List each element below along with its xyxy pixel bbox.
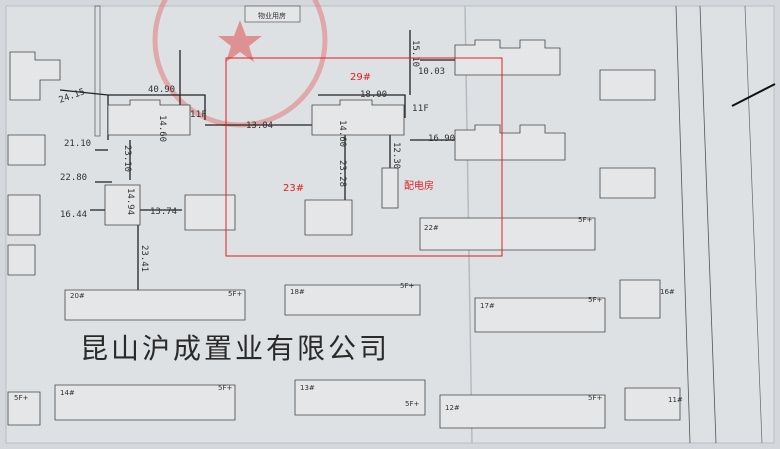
building-outline: [104, 184, 141, 226]
dimension-label: 23.28: [337, 160, 347, 187]
building-outline: [184, 194, 236, 231]
building-14-outline: [54, 384, 236, 421]
building-tag: 14#: [60, 389, 75, 397]
annotation-substation: 配电房: [404, 179, 434, 192]
property-room-building: [244, 5, 301, 23]
annotation-building-23: 23#: [283, 183, 304, 194]
floor-label: 11F: [190, 110, 207, 120]
building-outline: [7, 134, 46, 166]
building-tag: 18#: [290, 288, 305, 296]
dimension-label: 13.74: [150, 207, 177, 217]
dimension-label: 12.30: [391, 142, 401, 169]
building-18-outline: [284, 284, 421, 316]
company-name: 昆山沪成置业有限公司: [80, 332, 390, 365]
building-13-outline: [294, 379, 426, 416]
ink-mark: [731, 83, 776, 107]
building-tag: 16#: [660, 288, 675, 296]
road-line: [699, 5, 717, 444]
floor-label: 11F: [412, 104, 429, 114]
building-23-outline: [304, 199, 353, 236]
floor-tag: 5F+: [228, 290, 242, 298]
building-outline: [619, 279, 661, 319]
substation-building: [381, 167, 399, 209]
building-outline: [454, 124, 566, 161]
building-outline: [599, 69, 656, 101]
dimension-label: 16.90: [428, 134, 455, 144]
building-tag: 20#: [70, 292, 85, 300]
road-line: [675, 5, 691, 444]
dimension-label: 40.90: [148, 85, 175, 95]
annotation-building-29: 29#: [350, 72, 371, 83]
building-tag: 17#: [480, 302, 495, 310]
dimension-label: 23.41: [139, 245, 149, 272]
dimension-label: 22.80: [60, 173, 87, 183]
dimension-label: 14.60: [337, 120, 347, 147]
dimension-label: 14.94: [125, 188, 135, 215]
building-29-outline: [311, 99, 405, 136]
building-outline: [599, 167, 656, 199]
road-line: [744, 5, 763, 444]
seal-star-icon: [218, 20, 262, 62]
building-outline: [7, 391, 41, 426]
building-22-outline: [419, 217, 596, 251]
building-outline: [454, 39, 561, 76]
building-outline: [107, 99, 191, 136]
dimension-label: 18.00: [360, 90, 387, 100]
dimension-label: 13.04: [246, 121, 273, 131]
dimension-label: 23.10: [122, 145, 132, 172]
building-outline: [7, 194, 41, 236]
building-17-outline: [474, 297, 606, 333]
building-outline: [7, 244, 36, 276]
building-20-outline: [64, 289, 246, 321]
highlight-box: [225, 57, 503, 257]
floor-tag: 5F+: [218, 384, 232, 392]
dimension-label: 15.10: [410, 40, 420, 67]
building-tag: 11#: [668, 396, 683, 404]
floor-tag: 5F+: [588, 296, 602, 304]
floor-tag: 5F+: [400, 282, 414, 290]
dimension-label: 10.03: [418, 67, 445, 77]
building-tag: 13#: [300, 384, 315, 392]
dimension-label: 21.10: [64, 139, 91, 149]
dimension-label: 16.44: [60, 210, 87, 220]
building-tag: 22#: [424, 224, 439, 232]
boundary-line: [94, 5, 101, 137]
dimension-label: 14.60: [157, 115, 167, 142]
floor-tag: 5F+: [588, 394, 602, 402]
building-outline: [624, 387, 681, 421]
floor-tag: 5F+: [578, 216, 592, 224]
property-room-label: 物业用房: [258, 11, 286, 20]
building-tag: 12#: [445, 404, 460, 412]
building-12-outline: [439, 394, 606, 429]
building-outline: [9, 51, 61, 101]
floor-tag: 5F+: [14, 394, 28, 402]
floor-tag: 5F+: [405, 400, 419, 408]
